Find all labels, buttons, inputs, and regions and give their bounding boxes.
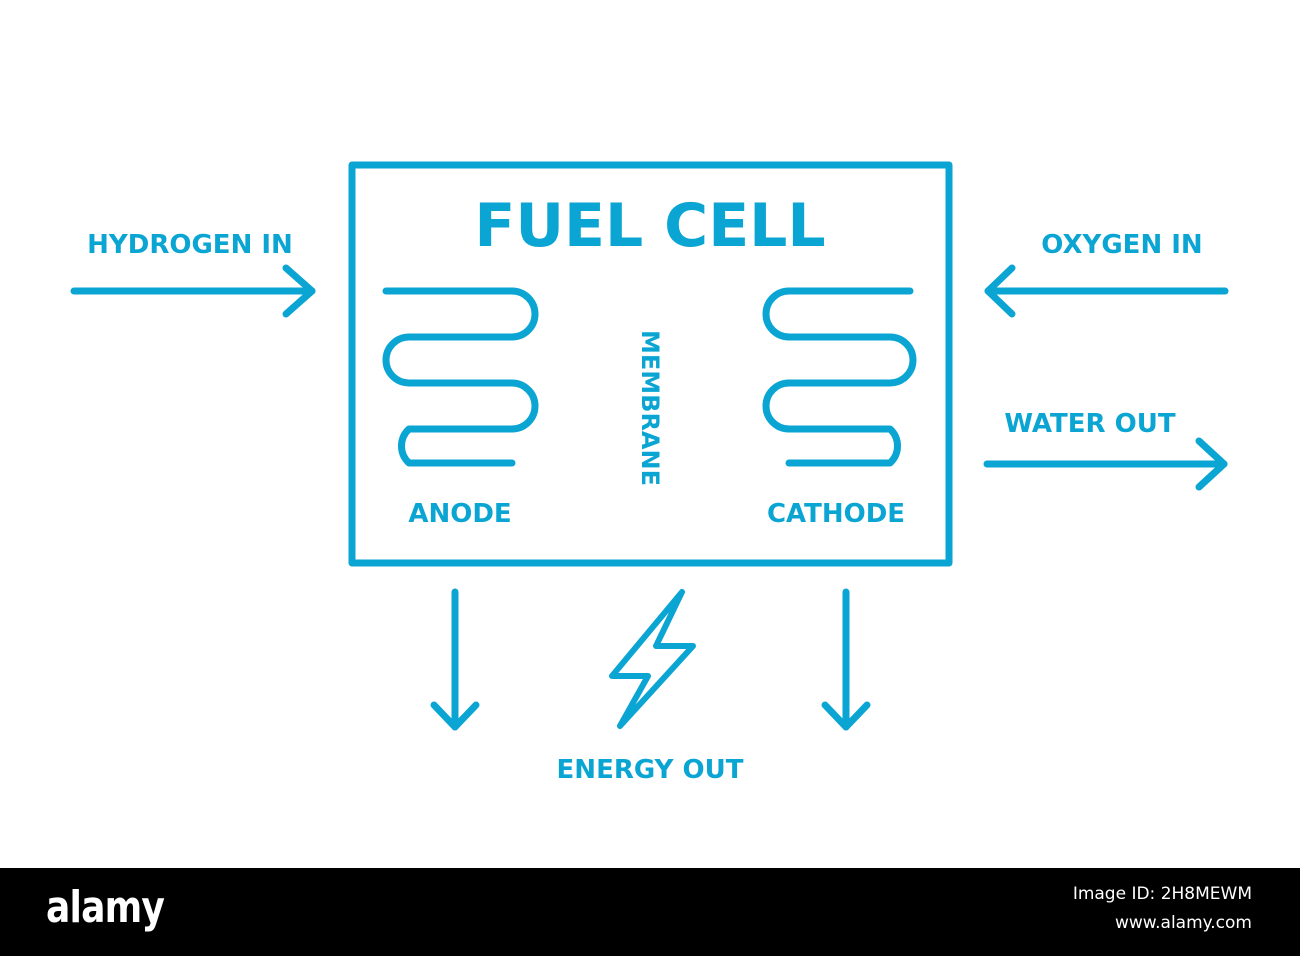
footer-bar: alamy Image ID: 2H8MEWM www.alamy.com [0, 868, 1300, 956]
oxygen-in-arrow [984, 264, 1229, 318]
hydrogen-in-arrow [70, 264, 316, 318]
cathode-coil [762, 287, 917, 467]
membrane-label: MEMBRANE [636, 330, 664, 486]
water-out-arrow [983, 437, 1228, 491]
fuel-cell-box [348, 161, 953, 567]
oxygen-in-label: OXYGEN IN [1041, 230, 1202, 260]
anode-coil [382, 287, 539, 467]
anode-label: ANODE [408, 499, 511, 529]
cathode-label: CATHODE [767, 499, 905, 529]
diagram-title: FUEL CELL [474, 191, 825, 261]
site-url-text: www.alamy.com [1114, 913, 1252, 933]
hydrogen-in-label: HYDROGEN IN [87, 230, 293, 260]
right-down-arrow [821, 588, 871, 731]
left-down-arrow [430, 588, 480, 731]
fuel-cell-diagram: FUEL CELL HYDROGEN IN OXYGEN IN WATER OU… [70, 161, 1229, 785]
energy-out-label: ENERGY OUT [557, 755, 744, 785]
lightning-bolt-icon [609, 589, 696, 729]
image-id-text: Image ID: 2H8MEWM [1072, 884, 1252, 904]
water-out-label: WATER OUT [1004, 409, 1175, 439]
alamy-logo: alamy [46, 882, 165, 933]
